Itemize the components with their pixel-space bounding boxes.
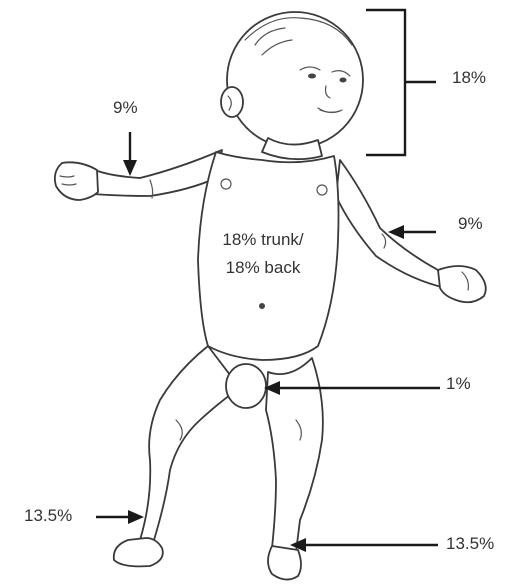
left-leg-arrowhead	[128, 510, 144, 524]
right-arm-percentage-label: 9%	[458, 214, 483, 234]
right-leg-percentage-label: 13.5%	[446, 534, 494, 554]
navel	[259, 303, 265, 309]
head-percentage-label: 18%	[452, 68, 486, 88]
left-arm-arrowhead	[123, 160, 137, 176]
left-arm-percentage-label: 9%	[113, 98, 138, 118]
trunk-label-line-1: 18% trunk/	[200, 226, 326, 254]
infant-arm-left	[55, 150, 222, 200]
genitals-percentage-label: 1%	[446, 374, 471, 394]
infant-head	[221, 12, 363, 148]
trunk-label-line-2: 18% back	[200, 254, 326, 282]
genital-region	[226, 364, 266, 408]
head-bracket	[366, 10, 405, 155]
left-leg-percentage-label: 13.5%	[24, 506, 72, 526]
infant-leg-left	[114, 346, 240, 566]
trunk-percentage-label: 18% trunk/ 18% back	[200, 226, 326, 282]
